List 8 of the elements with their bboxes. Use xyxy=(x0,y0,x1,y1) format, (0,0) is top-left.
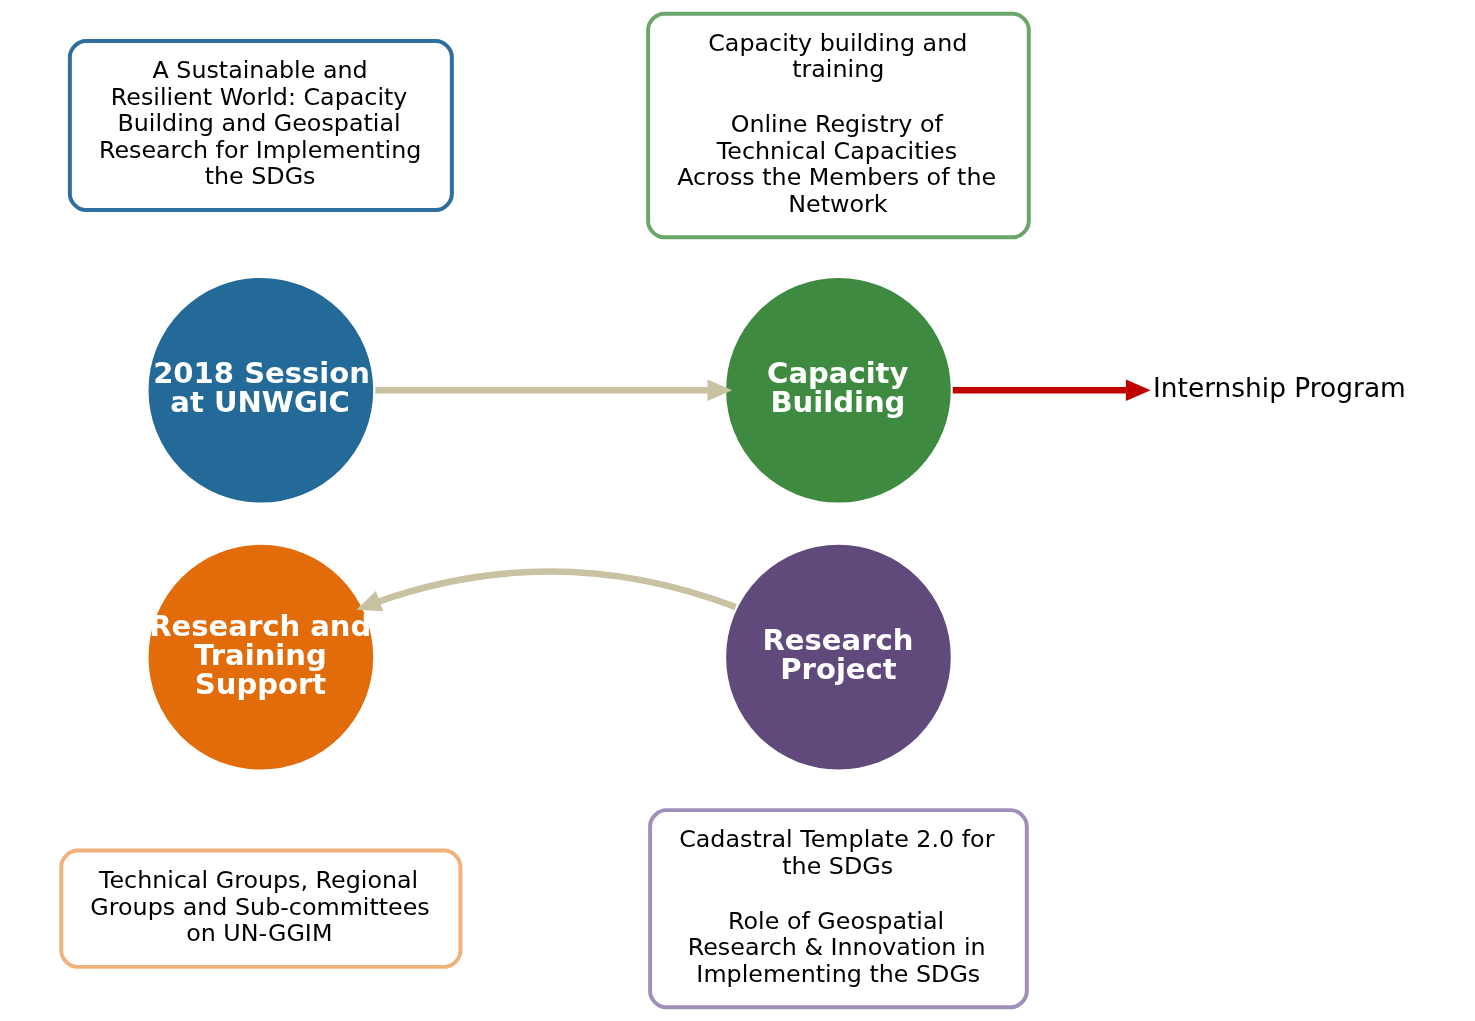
arrow xyxy=(374,379,732,402)
node-box: Cadastral Template 2.0 for the SDGs Role of Geospatial Research & Innovation in Implementing the SDGs xyxy=(647,808,1029,1010)
arrow xyxy=(952,379,1151,402)
node-text: Internship Program xyxy=(1152,371,1406,403)
node-box: Capacity building and training Online Registry of Technical Capacities Across the Members of the Network xyxy=(645,11,1031,240)
arrow xyxy=(355,568,737,612)
node-box: A Sustainable and Resilient World: Capacity Building and Geospatial Research for Implementing the SDGs xyxy=(67,38,454,213)
node-box: Technical Groups, Regional Groups and Sub-committees on UN-GGIM xyxy=(58,848,462,969)
